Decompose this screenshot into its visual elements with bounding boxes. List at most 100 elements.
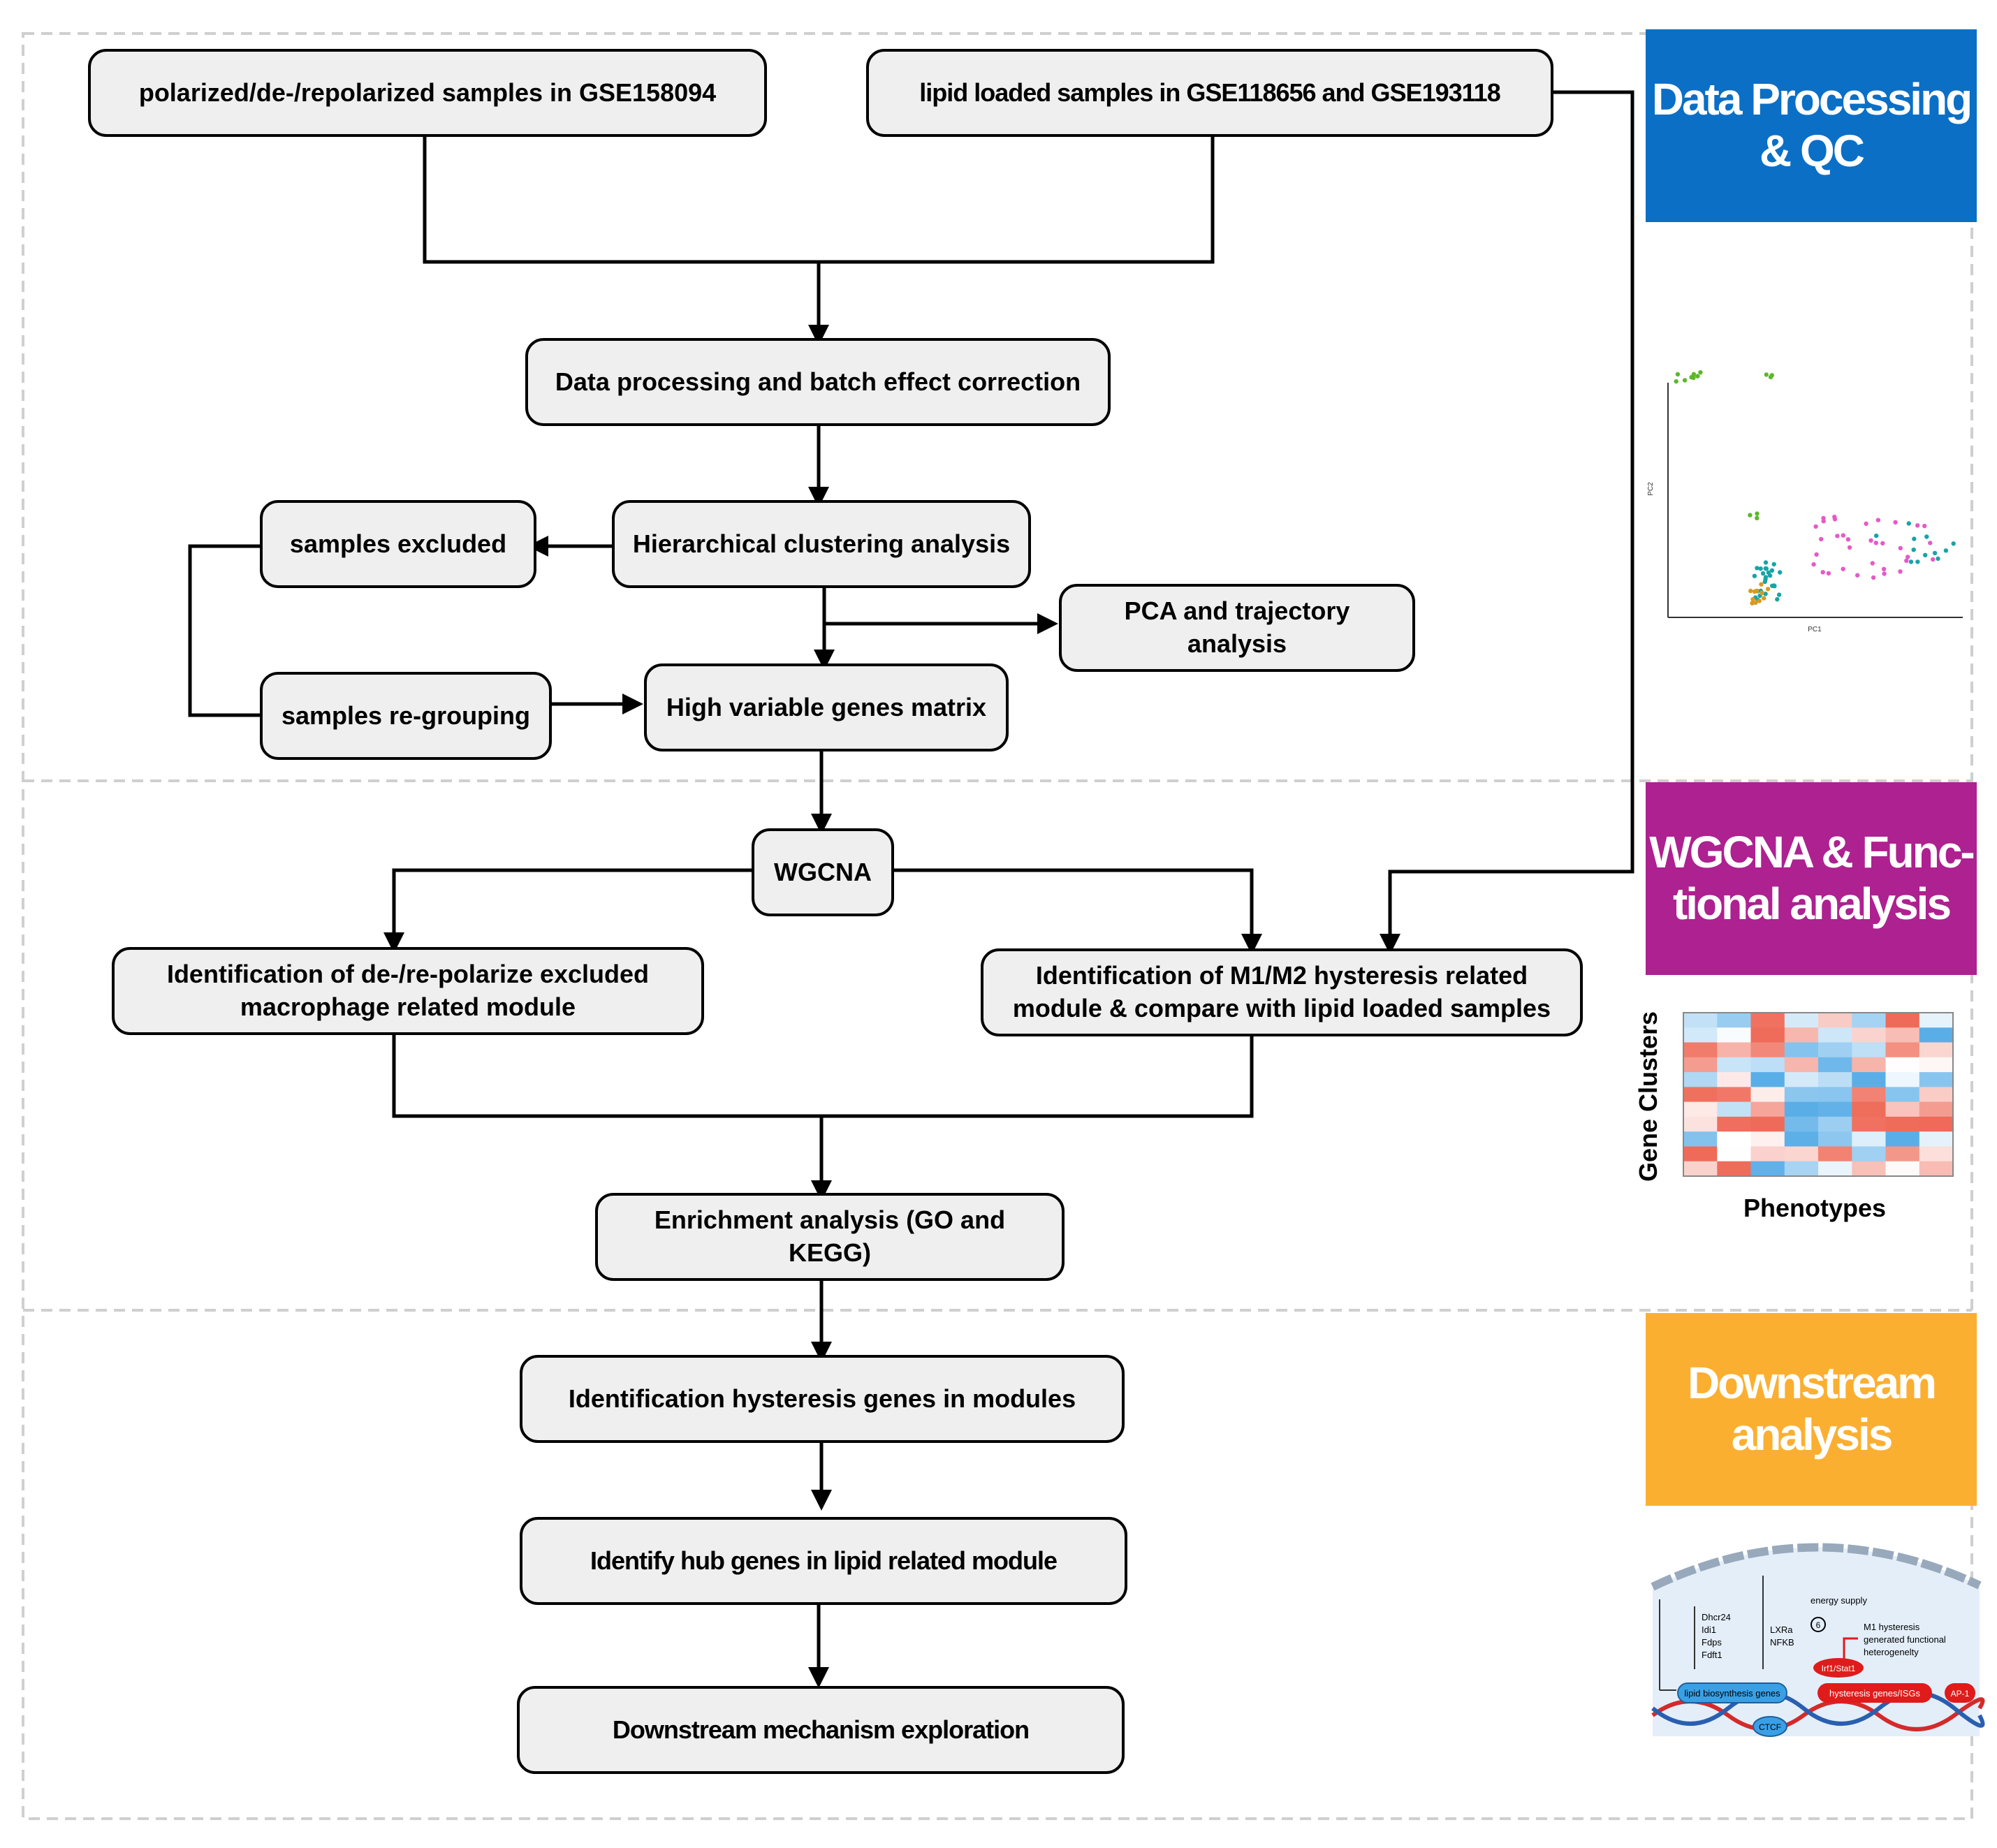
- heatmap-cell: [1683, 1027, 1718, 1043]
- heatmap-cell: [1683, 1131, 1718, 1147]
- pca-point: [1928, 541, 1933, 545]
- box-polarized-samples: polarized/de-/repolarized samples in GSE…: [88, 49, 767, 137]
- arrow-to-module-hysteresis: [891, 868, 1262, 955]
- pca-point: [1906, 521, 1911, 526]
- heatmap-cell: [1919, 1116, 1954, 1132]
- heatmap-cell: [1852, 1146, 1887, 1162]
- heatmap-cell: [1919, 1131, 1954, 1147]
- connectors: [188, 90, 1634, 1688]
- pca-point: [1911, 548, 1916, 552]
- pca-point: [1814, 552, 1819, 557]
- pca-point: [1912, 536, 1917, 541]
- pca-point: [1758, 566, 1763, 571]
- heatmap-cell: [1818, 1057, 1852, 1073]
- box-data-processing: Data processing and batch effect correct…: [525, 338, 1111, 426]
- heatmap-cell: [1885, 1013, 1920, 1028]
- pca-point: [1820, 570, 1825, 575]
- heatmap-cell: [1717, 1087, 1752, 1103]
- pca-point: [1748, 588, 1753, 594]
- gene-fdps: Fdps: [1702, 1637, 1722, 1648]
- pca-point: [1811, 562, 1816, 567]
- m1-note-line3: heterogenelty: [1864, 1647, 1919, 1657]
- pca-point: [1776, 592, 1782, 597]
- heatmap-cell: [1818, 1101, 1852, 1117]
- heatmap-cell: [1818, 1072, 1852, 1087]
- pca-point: [1915, 559, 1920, 564]
- nuclear-membrane: [1651, 1543, 1982, 1591]
- pca-point: [1755, 515, 1760, 520]
- m1-activation-arrow: [1843, 1637, 1858, 1661]
- heatmap-cell: [1717, 1072, 1752, 1087]
- pca-point: [1771, 562, 1776, 567]
- heatmap-cell: [1885, 1027, 1920, 1043]
- pca-point: [1682, 378, 1688, 383]
- heatmap-cell: [1784, 1116, 1819, 1132]
- box-enrichment: Enrichment analysis (GO and KEGG): [595, 1193, 1065, 1281]
- heatmap-cell: [1717, 1131, 1752, 1147]
- box-samples-regrouping: samples re-grouping: [260, 672, 552, 760]
- pca-point: [1841, 566, 1845, 571]
- heatmap-cell: [1852, 1072, 1887, 1087]
- arrow-to-module-depolarize: [383, 868, 752, 953]
- pca-point: [1764, 566, 1769, 571]
- heatmap-cell: [1750, 1087, 1785, 1103]
- pca-point: [1752, 589, 1757, 594]
- pca-point: [1763, 592, 1768, 596]
- pca-point: [1873, 541, 1878, 545]
- pca-point: [1915, 523, 1920, 528]
- heatmap-cell: [1717, 1057, 1752, 1073]
- heatmap-cell: [1683, 1087, 1718, 1103]
- pca-point: [1813, 524, 1818, 529]
- heatmap-cell: [1717, 1013, 1752, 1028]
- pca-point: [1765, 587, 1771, 592]
- heatmap-cell: [1919, 1101, 1954, 1117]
- heatmap-cell: [1818, 1027, 1852, 1043]
- pca-point: [1922, 523, 1927, 529]
- pca-point: [1924, 534, 1929, 539]
- pca-point: [1767, 573, 1773, 578]
- box-downstream-mechanism: Downstream mechanism exploration: [517, 1686, 1125, 1774]
- hysteresis-isgs-label: hysteresis genes/ISGs: [1829, 1688, 1921, 1699]
- heatmap-cell: [1885, 1042, 1920, 1058]
- heatmap-cell: [1818, 1087, 1852, 1103]
- ap1-label: AP-1: [1951, 1689, 1970, 1699]
- pca-point: [1763, 575, 1769, 580]
- pca-point: [1762, 596, 1766, 601]
- pca-point: [1763, 560, 1769, 565]
- pca-point: [1845, 537, 1851, 542]
- box-hierarchical-clustering: Hierarchical clustering analysis: [612, 500, 1031, 588]
- pca-point: [1769, 568, 1775, 573]
- box-pca-trajectory: PCA and trajectory analysis: [1059, 584, 1415, 672]
- heatmap-cell: [1683, 1013, 1718, 1028]
- heatmap-cell: [1683, 1116, 1718, 1132]
- heatmap-cell: [1717, 1116, 1752, 1132]
- box-hub-genes: Identify hub genes in lipid related modu…: [520, 1517, 1127, 1605]
- pca-point: [1832, 514, 1837, 520]
- heatmap-cell: [1919, 1072, 1954, 1087]
- heatmap-border: [1683, 1012, 1954, 1177]
- pca-point: [1675, 372, 1681, 377]
- pca-x-label: PC1: [1808, 626, 1822, 633]
- heatmap-cell: [1784, 1101, 1819, 1117]
- pca-point: [1753, 600, 1758, 605]
- heatmap-cell: [1717, 1101, 1752, 1117]
- pca-point: [1908, 559, 1914, 564]
- pca-point: [1764, 372, 1769, 377]
- heatmap-cell: [1818, 1161, 1852, 1177]
- heatmap-cell: [1784, 1042, 1819, 1058]
- gene-lxra: LXRa: [1770, 1625, 1793, 1635]
- heatmap-cell: [1750, 1161, 1785, 1177]
- box-module-depolarize: Identification of de-/re-polarize exclud…: [112, 947, 704, 1035]
- connector-excluded-to-regrouping: [188, 544, 260, 717]
- pca-point: [1835, 534, 1840, 538]
- heatmap-cell: [1750, 1131, 1785, 1147]
- pca-point: [1923, 552, 1928, 557]
- heatmap-cell: [1683, 1057, 1718, 1073]
- pca-point: [1898, 545, 1903, 551]
- heatmap-cell: [1919, 1087, 1954, 1103]
- box-hysteresis-genes: Identification hysteresis genes in modul…: [520, 1355, 1125, 1443]
- gene-fdft1: Fdft1: [1702, 1650, 1722, 1660]
- heatmap-cell: [1784, 1057, 1819, 1073]
- pca-point: [1936, 556, 1940, 562]
